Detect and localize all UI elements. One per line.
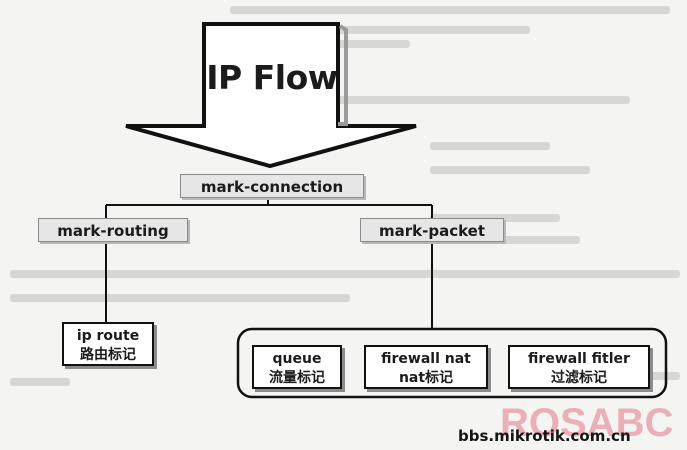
mark-connection-node: mark-connection	[180, 174, 364, 198]
mark-routing-node: mark-routing	[38, 218, 188, 242]
mark-packet-node: mark-packet	[360, 218, 504, 242]
flow-arrow-shadow	[338, 24, 348, 126]
watermark-site-url: bbs.mikrotik.com.cn	[458, 427, 631, 445]
watermark-logo: ROSABC	[500, 401, 674, 445]
firewall-filter-title: firewall fitler	[528, 351, 630, 367]
firewall-nat-title: firewall nat	[381, 351, 471, 367]
ip-route-title: ip route	[76, 328, 140, 344]
queue-leaf: queue 流量标记	[252, 345, 342, 389]
queue-subtitle: 流量标记	[269, 370, 325, 386]
firewall-nat-leaf: firewall nat nat标记	[364, 345, 488, 389]
ip-route-leaf: ip route 路由标记	[62, 322, 154, 366]
firewall-filter-leaf: firewall fitler 过滤标记	[508, 345, 650, 389]
packet-leaf-group	[236, 327, 668, 399]
queue-title: queue	[272, 351, 322, 367]
flow-arrow	[125, 22, 417, 169]
firewall-filter-subtitle: 过滤标记	[551, 370, 607, 386]
ip-route-subtitle: 路由标记	[80, 347, 136, 363]
firewall-nat-subtitle: nat标记	[398, 370, 454, 386]
diagram-title: IP Flow	[206, 58, 338, 97]
